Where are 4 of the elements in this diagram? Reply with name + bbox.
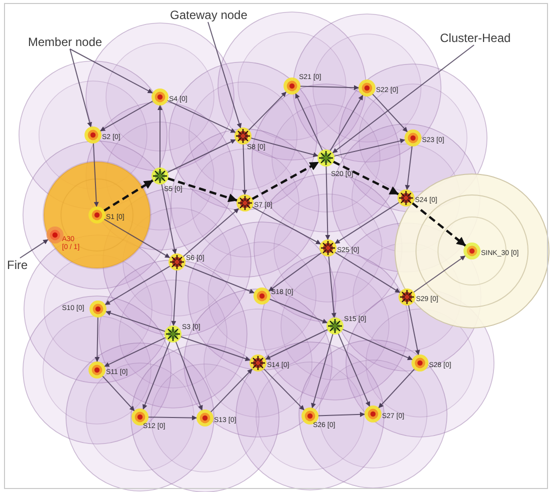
annotation-label: Fire bbox=[7, 258, 28, 272]
dot-marker-icon bbox=[46, 226, 64, 244]
leader-arrow bbox=[20, 238, 49, 258]
annotation-label: Member node bbox=[28, 35, 102, 49]
